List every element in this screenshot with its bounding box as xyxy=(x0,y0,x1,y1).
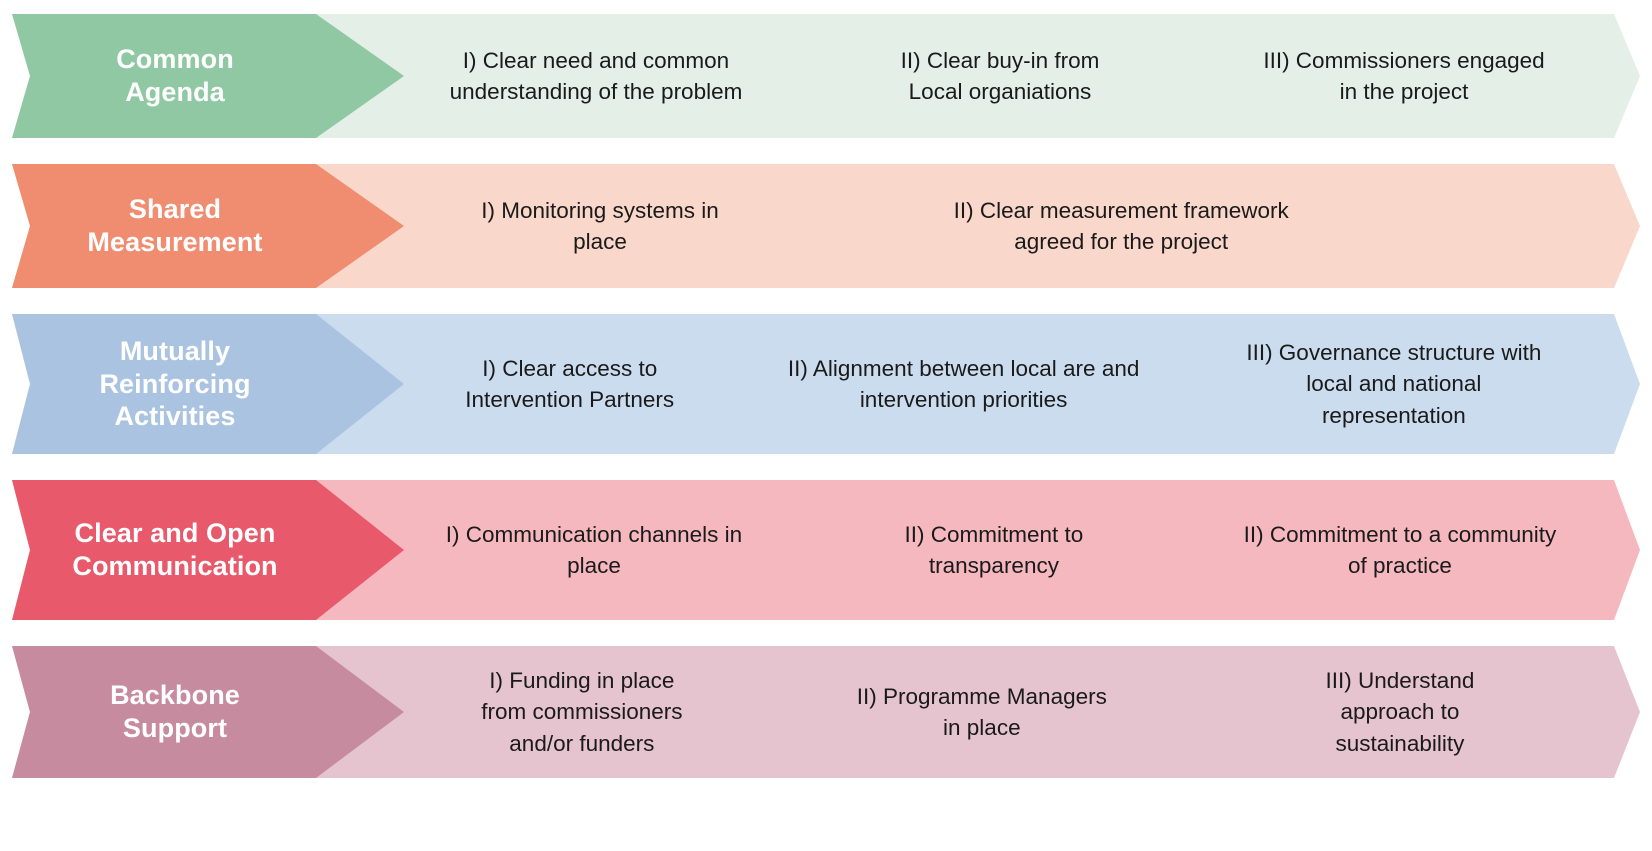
row-body-clear-and-open-communication: I) Communication channels in place II) C… xyxy=(12,480,1640,620)
row-label-clear-and-open-communication: Clear and Open Communication xyxy=(12,480,404,620)
row-label-mutually-reinforcing-activities: Mutually Reinforcing Activities xyxy=(12,314,404,454)
row-item: I) Communication channels in place xyxy=(445,521,743,578)
row-label-text: Shared Measurement xyxy=(87,194,263,257)
row-item: II) Programme Managers in place xyxy=(856,683,1107,740)
row-item: II) Clear measurement framework agreed f… xyxy=(953,197,1289,254)
row-label-common-agenda: Common Agenda xyxy=(12,14,404,138)
row-label-backbone-support: Backbone Support xyxy=(12,646,404,778)
row-items-shared-measurement: I) Monitoring systems in place II) Clear… xyxy=(394,195,1606,257)
chevron-row-mutually-reinforcing-activities: I) Clear access to Intervention Partners… xyxy=(12,314,1640,454)
row-label-text: Common Agenda xyxy=(116,44,234,107)
chevron-row-shared-measurement: I) Monitoring systems in place II) Clear… xyxy=(12,164,1640,288)
row-item: III) Governance structure with local and… xyxy=(1246,340,1542,428)
chevron-row-clear-and-open-communication: I) Communication channels in place II) C… xyxy=(12,480,1640,620)
row-item: II) Clear buy-in from Local organiations xyxy=(900,47,1100,104)
row-label-text: Clear and Open Communication xyxy=(72,518,278,581)
row-items-backbone-support: I) Funding in place from commissioners a… xyxy=(394,665,1606,758)
row-label-shared-measurement: Shared Measurement xyxy=(12,164,404,288)
row-item: I) Clear access to Intervention Partners xyxy=(465,355,675,412)
row-items-mutually-reinforcing-activities: I) Clear access to Intervention Partners… xyxy=(394,337,1606,430)
row-item: I) Monitoring systems in place xyxy=(481,197,719,254)
row-item: I) Clear need and common understanding o… xyxy=(449,47,743,104)
chevron-row-common-agenda: I) Clear need and common understanding o… xyxy=(12,14,1640,138)
row-item: II) Alignment between local are and inte… xyxy=(787,355,1140,412)
row-item: III) Understand approach to sustainabili… xyxy=(1325,668,1475,756)
row-item: II) Commitment to transparency xyxy=(904,521,1084,578)
row-label-text: Mutually Reinforcing Activities xyxy=(99,335,251,432)
row-item: III) Commissioners engaged in the projec… xyxy=(1263,47,1545,104)
row-items-common-agenda: I) Clear need and common understanding o… xyxy=(394,45,1606,107)
row-items-clear-and-open-communication: I) Communication channels in place II) C… xyxy=(394,519,1606,581)
row-item: I) Funding in place from commissioners a… xyxy=(481,668,683,756)
row-item: II) Commitment to a community of practic… xyxy=(1243,521,1557,578)
chevron-row-backbone-support: I) Funding in place from commissioners a… xyxy=(12,646,1640,778)
row-label-text: Backbone Support xyxy=(110,680,240,743)
